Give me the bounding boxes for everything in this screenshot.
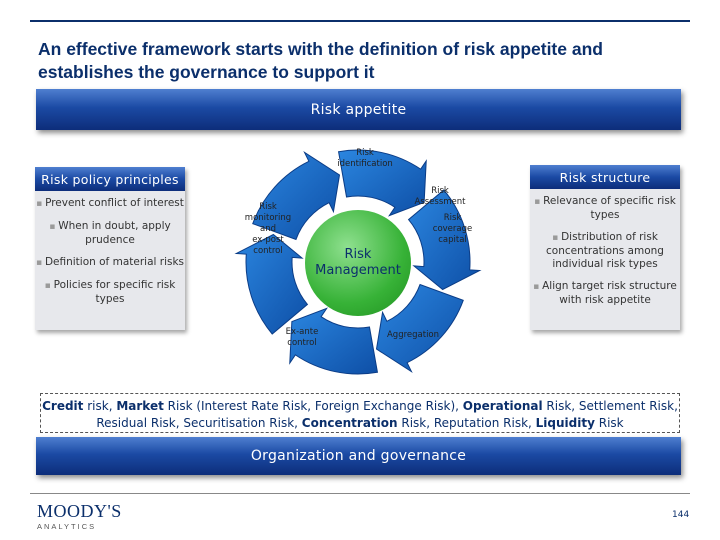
- risk-assessment-label: Risk Assessment: [414, 186, 466, 207]
- moodys-analytics-logo: MOODY'S ANALYTICS: [37, 502, 122, 531]
- risk-type-liquidity: Liquidity: [535, 416, 595, 430]
- risk-type-market: Market: [116, 399, 164, 413]
- aggregation-label: Aggregation: [386, 330, 440, 340]
- risk-text: Risk, Reputation Risk,: [397, 416, 536, 430]
- list-item: Relevance of specific risk types: [530, 195, 680, 222]
- risk-structure-panel: Risk structure Relevance of specific ris…: [530, 165, 680, 330]
- risk-type-credit: Credit: [42, 399, 84, 413]
- risk-text: risk,: [83, 399, 117, 413]
- risk-policy-panel: Risk policy principles Prevent conflict …: [35, 167, 185, 330]
- list-item: Distribution of risk concentrations amon…: [530, 231, 680, 271]
- risk-structure-list: Relevance of specific risk types Distrib…: [530, 195, 680, 316]
- footer-rule: [30, 493, 690, 494]
- risk-management-circle: Risk Management: [305, 210, 411, 316]
- top-rule: [30, 20, 690, 22]
- ex-ante-control-label: Ex-ante control: [285, 327, 319, 348]
- risk-monitoring-label: Risk monitoring and ex-post control: [244, 202, 292, 256]
- logo-main-text: MOODY'S: [37, 501, 122, 521]
- list-item: Align target risk structure with risk ap…: [530, 280, 680, 307]
- risk-structure-header: Risk structure: [530, 165, 680, 189]
- risk-types-box: Credit risk, Market Risk (Interest Rate …: [40, 393, 680, 433]
- list-item: Policies for specific risk types: [35, 279, 185, 306]
- list-item: Definition of material risks: [35, 256, 185, 270]
- risk-type-concentration: Concentration: [301, 416, 398, 430]
- slide-title: An effective framework starts with the d…: [38, 39, 603, 82]
- risk-text: Risk (Interest Rate Risk, Foreign Exchan…: [163, 399, 463, 413]
- risk-type-operational: Operational: [462, 399, 543, 413]
- risk-policy-list: Prevent conflict of interest When in dou…: [35, 197, 185, 315]
- organization-governance-band: Organization and governance: [36, 437, 681, 475]
- risk-identification-label: Risk identification: [337, 148, 393, 169]
- logo-sub-text: ANALYTICS: [37, 522, 97, 531]
- risk-policy-header: Risk policy principles: [35, 167, 185, 191]
- risk-appetite-band: Risk appetite: [36, 89, 681, 130]
- risk-coverage-capital-label: Risk coverage capital: [432, 213, 473, 245]
- page-number: 144: [672, 510, 690, 520]
- risk-management-label: Risk Management: [315, 247, 401, 278]
- list-item: When in doubt, apply prudence: [35, 220, 185, 247]
- list-item: Prevent conflict of interest: [35, 197, 185, 211]
- risk-text: Risk: [594, 416, 624, 430]
- risk-text: Risk, Settlement Risk, Residual Risk, Se…: [96, 399, 678, 430]
